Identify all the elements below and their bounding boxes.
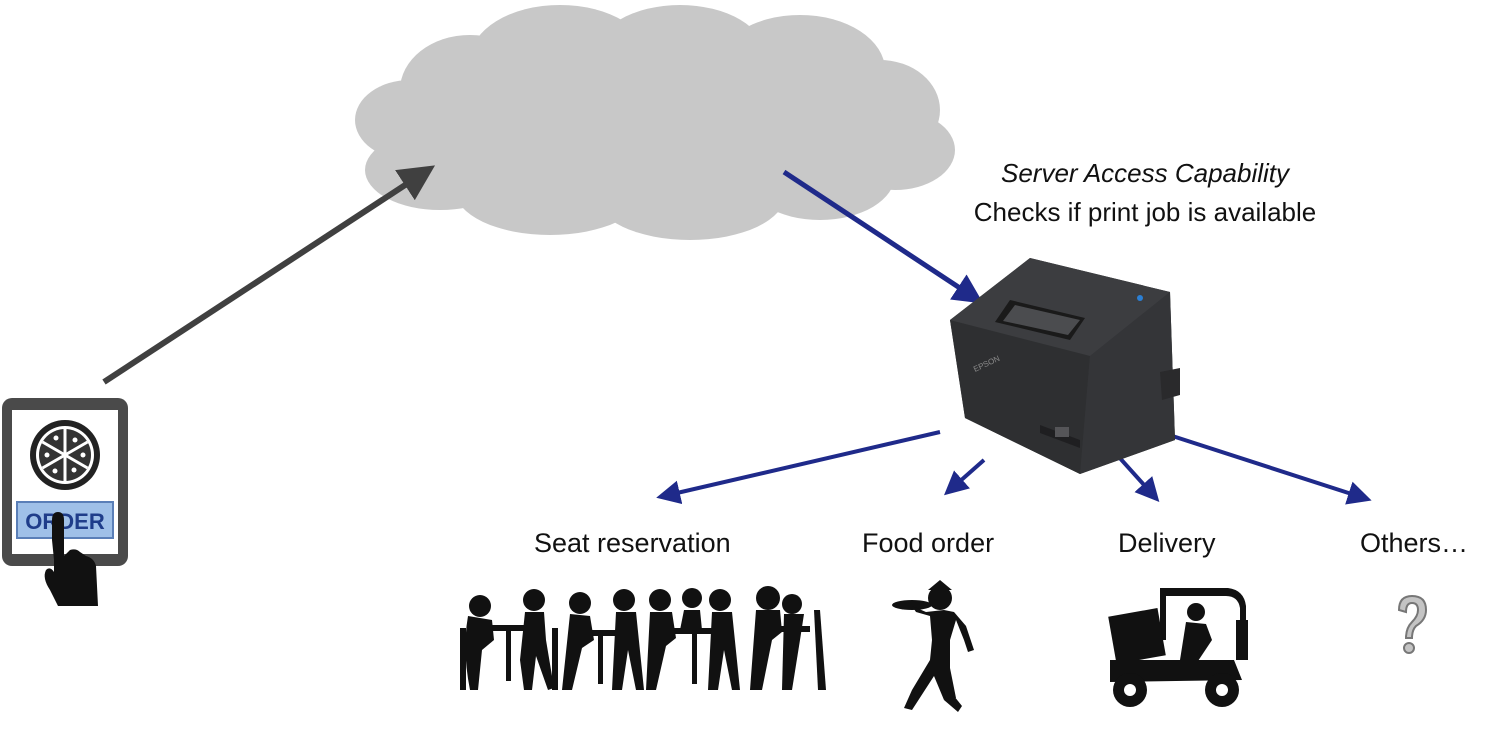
label-delivery: Delivery	[1118, 528, 1216, 558]
question-mark-icon	[1397, 594, 1428, 654]
arrow-others	[1159, 430, 1372, 505]
printer-fetch-arrow	[782, 169, 984, 304]
pizza-icon	[30, 420, 100, 490]
upload-arrow	[102, 165, 436, 385]
receipt-printer-icon: EPSON	[950, 258, 1180, 474]
arrow-delivery	[1116, 454, 1160, 502]
diners-silhouette-icon	[460, 586, 826, 690]
capability-description: Checks if print job is available	[973, 197, 1317, 227]
label-others: Others…	[1360, 528, 1469, 558]
label-food-order: Food order	[862, 528, 995, 558]
waiter-silhouette-icon	[892, 580, 974, 712]
delivery-scooter-icon	[1108, 588, 1248, 707]
arrow-seat-reservation	[656, 430, 941, 505]
cloud-server-icon	[355, 5, 955, 240]
order-button	[16, 501, 114, 539]
order-button-label: ORDER	[25, 509, 105, 534]
capability-title: Server Access Capability	[1000, 158, 1290, 188]
arrow-food-order	[944, 458, 986, 496]
pointing-hand-icon	[44, 512, 98, 606]
tablet-order-icon: ORDER	[2, 398, 128, 606]
label-seat-reservation: Seat reservation	[534, 528, 731, 558]
